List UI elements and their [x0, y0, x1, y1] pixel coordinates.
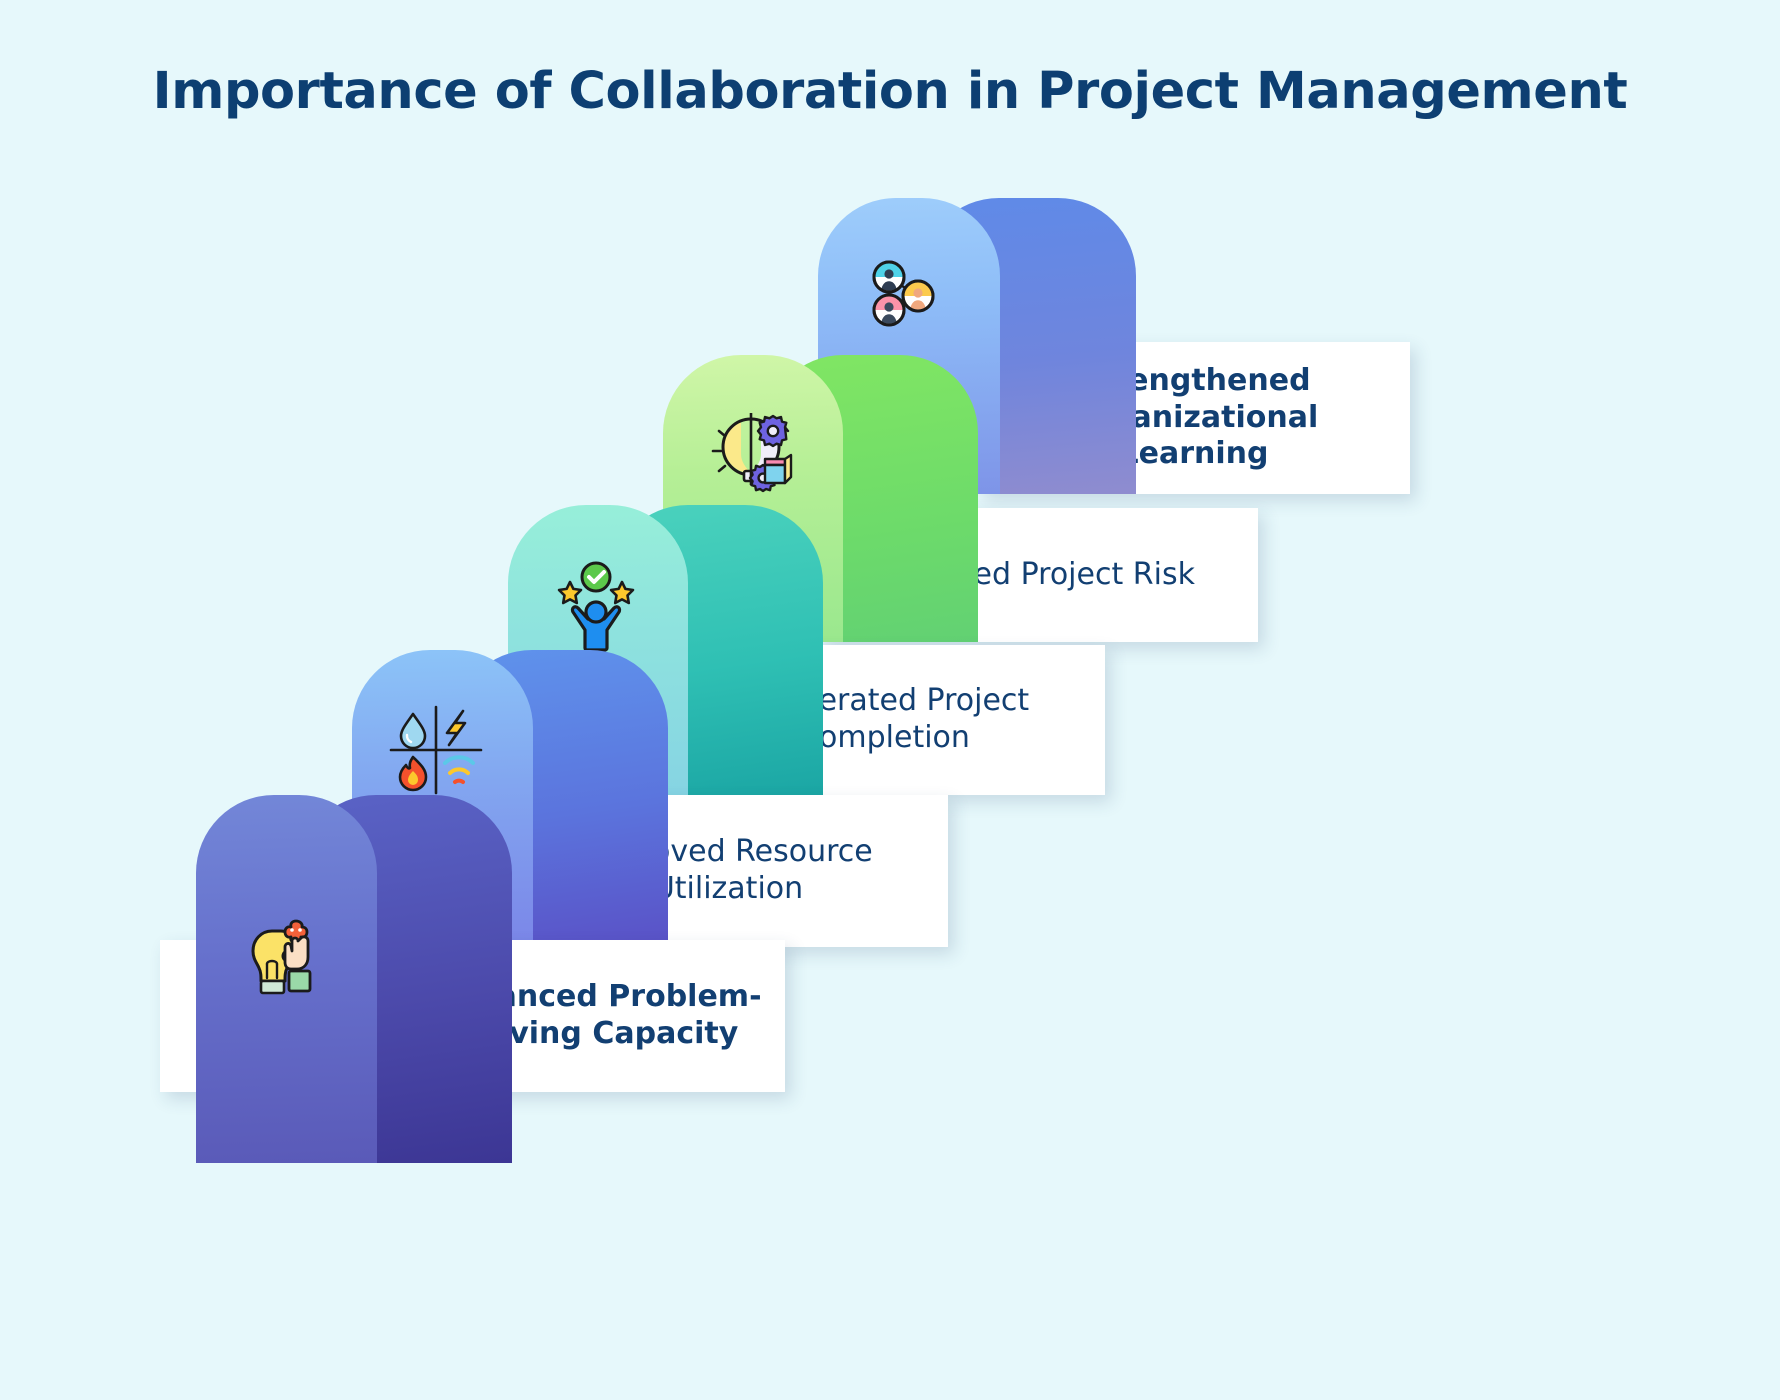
page-title: Importance of Collaboration in Project M… — [152, 62, 1628, 121]
step-1-arch-front — [196, 795, 377, 1163]
step-1-arch — [196, 795, 512, 1163]
